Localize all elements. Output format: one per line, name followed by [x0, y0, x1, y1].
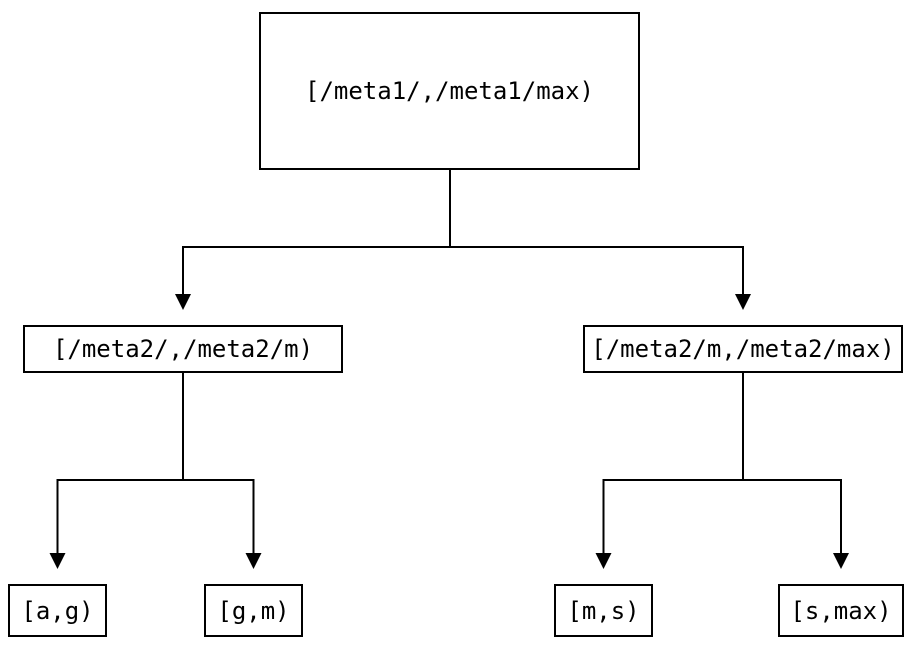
- arrowhead-down-icon: [49, 553, 66, 569]
- arrowhead-down-icon: [833, 553, 849, 569]
- tree-node-meta2-right: [/meta2/m,/meta2/max): [583, 325, 903, 373]
- fork-root: [175, 170, 751, 310]
- arrowhead-down-icon: [735, 294, 751, 310]
- fork-right: [595, 373, 849, 569]
- tree-node-meta2-left: [/meta2/,/meta2/m): [23, 325, 343, 373]
- tree-node-leaf-gm: [g,m): [204, 584, 303, 637]
- tree-node-root: [/meta1/,/meta1/max): [259, 12, 640, 170]
- arrowhead-down-icon: [595, 553, 612, 569]
- arrowhead-down-icon: [175, 294, 191, 310]
- fork-left: [49, 373, 262, 569]
- tree-node-leaf-ag: [a,g): [8, 584, 107, 637]
- tree-node-leaf-ms: [m,s): [554, 584, 653, 637]
- tree-node-leaf-smax: [s,max): [778, 584, 904, 637]
- arrowhead-down-icon: [245, 553, 262, 569]
